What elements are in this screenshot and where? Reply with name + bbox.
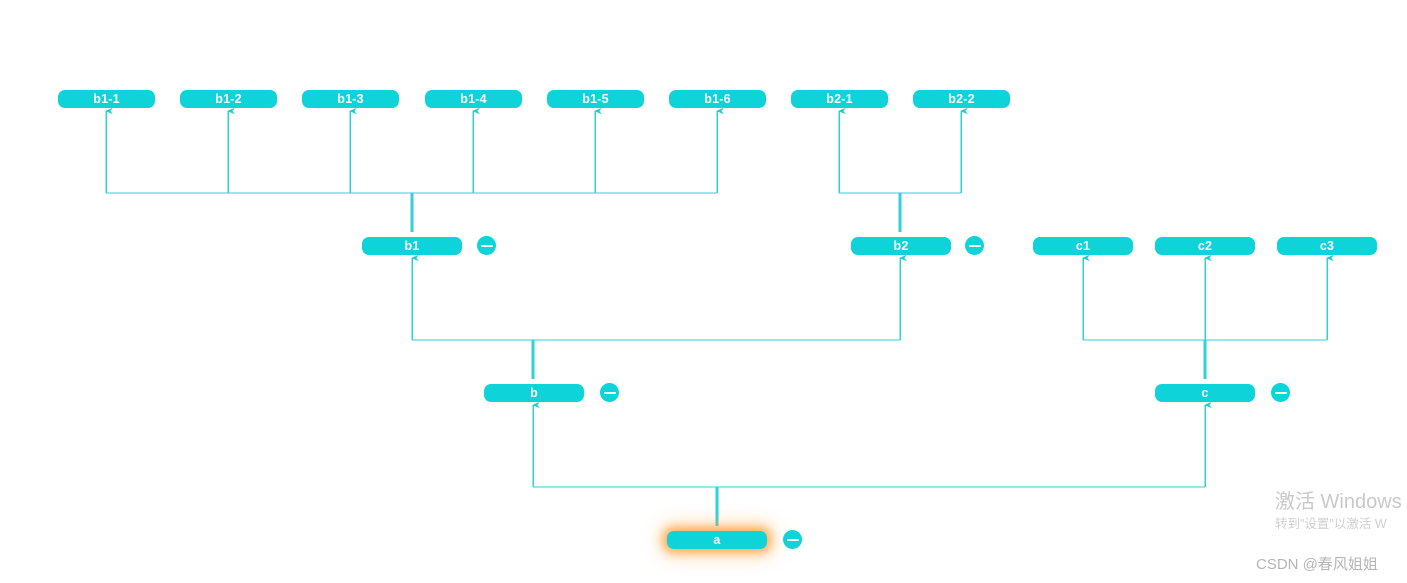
tree-node-c3[interactable]: c3 <box>1277 237 1377 255</box>
tree-node-b[interactable]: b <box>484 384 584 402</box>
tree-node-b2-2[interactable]: b2-2 <box>913 90 1010 108</box>
tree-node-a[interactable]: a <box>667 531 767 549</box>
tree-node-c1[interactable]: c1 <box>1033 237 1133 255</box>
tree-node-b1-1[interactable]: b1-1 <box>58 90 155 108</box>
windows-activation-title: 激活 Windows <box>1275 491 1402 513</box>
tree-node-c[interactable]: c <box>1155 384 1255 402</box>
collapse-minus-icon-b2[interactable] <box>965 236 984 255</box>
tree-node-b1-6[interactable]: b1-6 <box>669 90 766 108</box>
windows-activation-subtitle: 转到"设置"以激活 W <box>1275 517 1387 531</box>
collapse-minus-icon-c[interactable] <box>1271 383 1290 402</box>
tree-node-c2[interactable]: c2 <box>1155 237 1255 255</box>
windows-activation-watermark: 激活 Windows 转到"设置"以激活 W <box>1275 489 1402 533</box>
csdn-watermark: CSDN @春风姐姐 <box>1256 556 1378 573</box>
tree-node-b1-3[interactable]: b1-3 <box>302 90 399 108</box>
tree-node-b1-4[interactable]: b1-4 <box>425 90 522 108</box>
tree-node-b1-2[interactable]: b1-2 <box>180 90 277 108</box>
tree-node-b2[interactable]: b2 <box>851 237 951 255</box>
collapse-minus-icon-a[interactable] <box>783 530 802 549</box>
tree-node-b1[interactable]: b1 <box>362 237 462 255</box>
collapse-minus-icon-b1[interactable] <box>477 236 496 255</box>
collapse-minus-icon-b[interactable] <box>600 383 619 402</box>
tree-node-b1-5[interactable]: b1-5 <box>547 90 644 108</box>
tree-node-b2-1[interactable]: b2-1 <box>791 90 888 108</box>
edge-paths <box>105 107 1334 526</box>
